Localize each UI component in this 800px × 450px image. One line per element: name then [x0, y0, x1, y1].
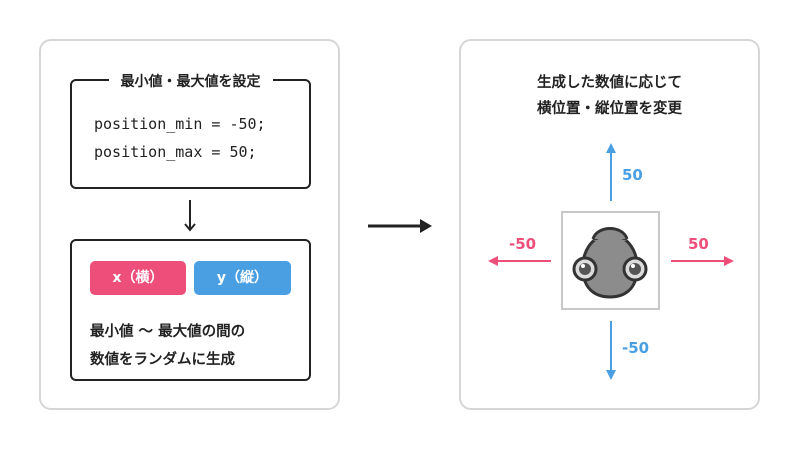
down-arrow-blue-icon: [606, 321, 616, 380]
character-icon: [572, 227, 648, 299]
down-arrow-icon: [184, 200, 196, 232]
description-line-1: 最小値 ～ 最大値の間の: [90, 324, 246, 340]
random-generation-box: x（横） y（縦） 最小値 ～ 最大値の間の 数値をランダムに生成: [70, 239, 311, 381]
settings-title: 最小値・最大値を設定: [108, 71, 273, 91]
code-line-position-min: position_min = -50;: [94, 115, 266, 133]
left-arrow-icon: [488, 256, 551, 266]
code-line-position-max: position_max = 50;: [94, 143, 257, 161]
right-arrow-pink-icon: [671, 256, 734, 266]
up-value-label: 50: [622, 166, 643, 184]
result-title-line-2: 横位置・縦位置を変更: [537, 101, 682, 117]
position-result-panel: 生成した数値に応じて 横位置・縦位置を変更: [459, 39, 760, 410]
left-value-label: -50: [509, 235, 537, 253]
right-arrow-icon: [368, 219, 432, 233]
position-diagram: [488, 143, 734, 380]
result-title-line-1: 生成した数値に応じて: [537, 75, 682, 91]
min-max-settings-box: 最小値・最大値を設定 position_min = -50; position_…: [70, 71, 311, 189]
up-arrow-icon: [606, 143, 616, 201]
y-vertical-badge: y（縦）: [194, 261, 291, 295]
x-horizontal-badge: x（横）: [90, 261, 186, 295]
character-frame: [561, 211, 660, 310]
down-value-label: -50: [622, 339, 650, 357]
description-line-2: 数値をランダムに生成: [90, 352, 235, 368]
settings-panel: 最小値・最大値を設定 position_min = -50; position_…: [39, 39, 340, 410]
right-value-label: 50: [688, 235, 709, 253]
